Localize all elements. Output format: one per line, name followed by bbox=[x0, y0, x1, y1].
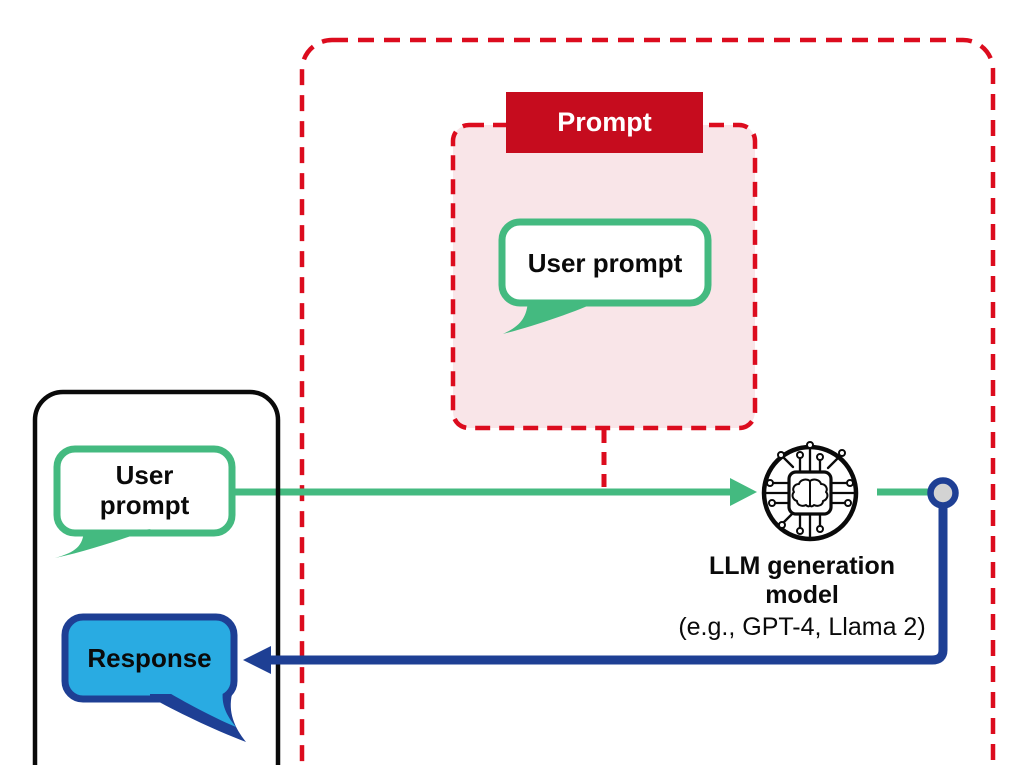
prompt-label-plate bbox=[506, 92, 703, 153]
response-arrow bbox=[243, 506, 948, 674]
prompt-box-user-bubble bbox=[498, 218, 712, 334]
speech-tail bbox=[503, 300, 601, 334]
user-prompt-arrow bbox=[229, 478, 757, 506]
panel-user-bubble bbox=[53, 445, 236, 558]
speech-tail bbox=[55, 529, 151, 558]
response-bubble bbox=[61, 613, 246, 742]
chat-panel bbox=[32, 389, 281, 765]
outer-dashed-boundary bbox=[299, 37, 996, 765]
speech-tail-inner bbox=[162, 690, 236, 727]
brain-chip-icon bbox=[761, 441, 859, 542]
connector-dot bbox=[927, 477, 959, 509]
